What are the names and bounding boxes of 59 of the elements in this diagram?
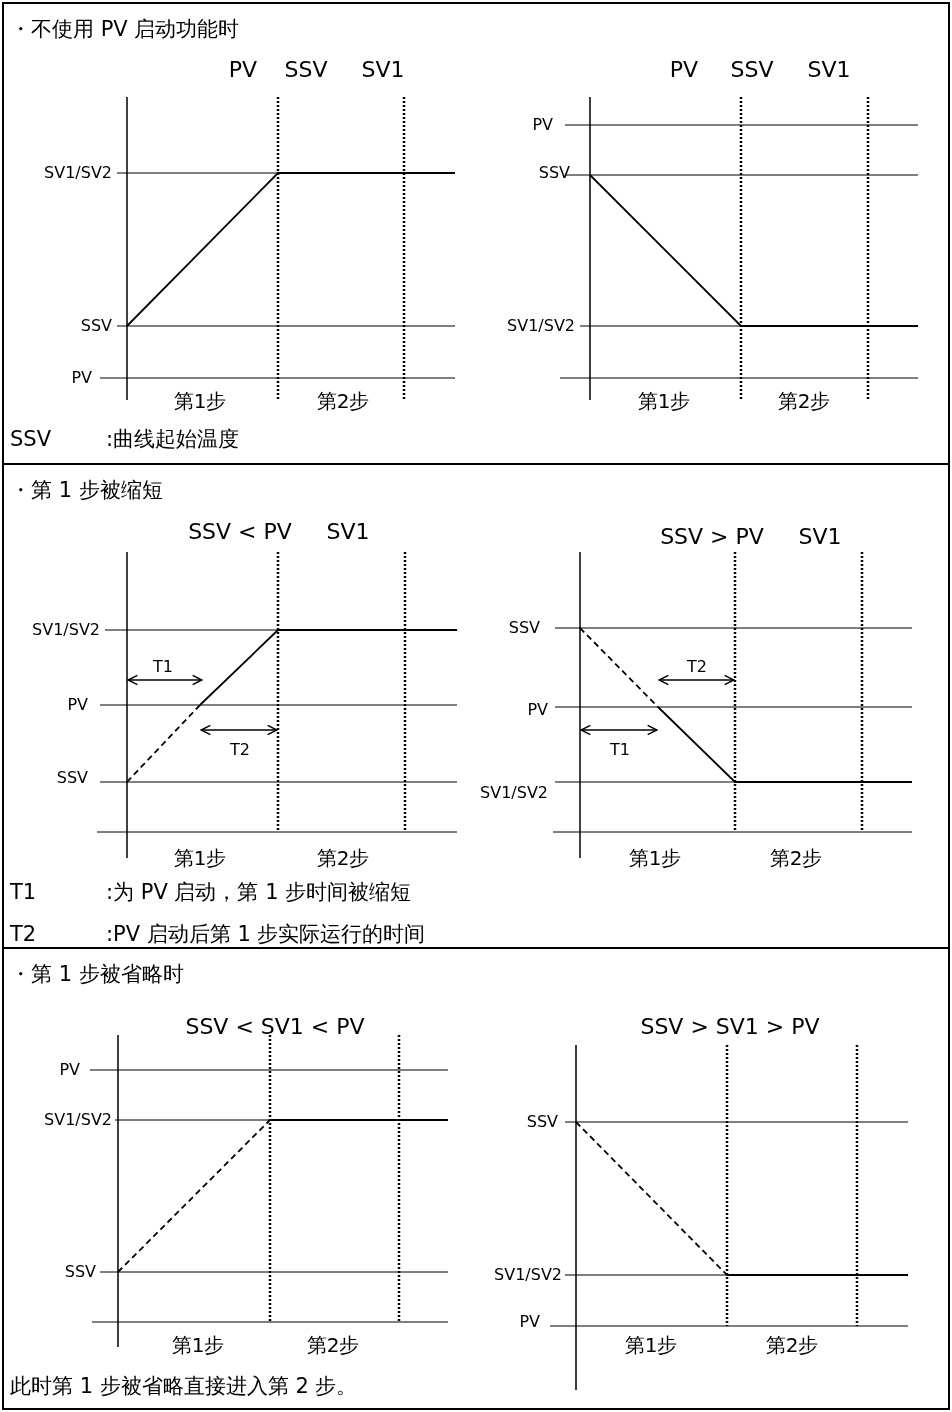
dimension-label: T2 (230, 741, 250, 759)
step-label: 第1步 (628, 847, 682, 869)
step-label: 第1步 (171, 1334, 225, 1356)
column-heading: SV1 (798, 524, 842, 550)
level-label: SSV (64, 1263, 96, 1281)
note-text: 此时第 1 步被省略直接进入第 2 步。 (10, 1375, 358, 1399)
panel-box (2, 463, 950, 949)
step-label: 第2步 (316, 847, 370, 869)
level-label: SV1/SV2 (44, 1111, 112, 1129)
column-heading: PV (669, 57, 699, 83)
panel-box (2, 2, 950, 465)
level-label: SV1/SV2 (507, 317, 575, 335)
panel-box (2, 947, 950, 1410)
level-label: SSV (508, 619, 540, 637)
step-label: 第2步 (765, 1334, 819, 1356)
step-label: 第1步 (637, 390, 691, 412)
column-heading: SSV > PV (660, 524, 764, 550)
dimension-label: T1 (153, 658, 173, 676)
column-heading: SSV < PV (188, 519, 292, 545)
term-label: T1 (10, 881, 37, 905)
step-label: 第1步 (173, 847, 227, 869)
level-label: PV (67, 696, 88, 714)
step-label: 第1步 (173, 390, 227, 412)
column-heading: SSV < SV1 < PV (185, 1014, 365, 1040)
panel-heading: ・不使用 PV 启动功能时 (10, 18, 240, 42)
dimension-label: T2 (687, 658, 707, 676)
panel-heading: ・第 1 步被省略时 (10, 963, 184, 987)
column-heading: SSV > SV1 > PV (640, 1014, 820, 1040)
level-label: SSV (80, 317, 112, 335)
term-definition: :PV 启动后第 1 步实际运行的时间 (106, 923, 426, 947)
column-heading: SV1 (326, 519, 370, 545)
column-heading: PV (228, 57, 258, 83)
level-label: SSV (56, 769, 88, 787)
level-label: PV (59, 1061, 80, 1079)
level-label: SV1/SV2 (32, 621, 100, 639)
column-heading: SV1 (807, 57, 851, 83)
term-definition: :为 PV 启动，第 1 步时间被缩短 (106, 881, 412, 905)
column-heading: SSV (284, 57, 328, 83)
level-label: PV (532, 116, 553, 134)
step-label: 第2步 (769, 847, 823, 869)
column-heading: SSV (730, 57, 774, 83)
step-label: 第2步 (777, 390, 831, 412)
level-label: SSV (538, 164, 570, 182)
level-label: PV (527, 701, 548, 719)
level-label: PV (519, 1313, 540, 1331)
level-label: SV1/SV2 (494, 1266, 562, 1284)
level-label: SSV (526, 1113, 558, 1131)
dimension-label: T1 (610, 741, 630, 759)
panel-heading: ・第 1 步被缩短 (10, 479, 163, 503)
level-label: SV1/SV2 (480, 784, 548, 802)
step-label: 第1步 (624, 1334, 678, 1356)
term-label: SSV (10, 428, 52, 452)
step-label: 第2步 (306, 1334, 360, 1356)
column-heading: SV1 (361, 57, 405, 83)
term-label: T2 (10, 923, 37, 947)
term-definition: :曲线起始温度 (106, 428, 240, 452)
level-label: PV (71, 369, 92, 387)
level-label: SV1/SV2 (44, 164, 112, 182)
step-label: 第2步 (316, 390, 370, 412)
